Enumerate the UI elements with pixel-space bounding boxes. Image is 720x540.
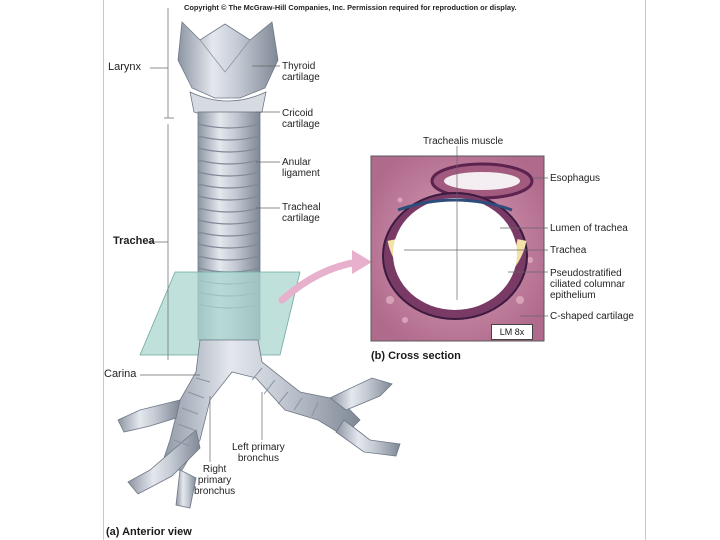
leader-lines xyxy=(140,65,548,462)
label-thyroid-line1: Thyroid xyxy=(282,61,316,72)
bronchi-rings xyxy=(173,367,319,447)
label-trachea: Trachea xyxy=(113,235,155,247)
caption-cross-section: (b) Cross section xyxy=(371,350,461,362)
frame-right-line xyxy=(645,0,646,540)
label-anular-line1: Anular xyxy=(282,157,311,168)
label-right-primary-bronchus: Right primary bronchus xyxy=(194,464,235,497)
frame-left-line xyxy=(103,0,104,540)
label-epithelium-line3: epithelium xyxy=(550,290,596,301)
label-esophagus: Esophagus xyxy=(550,173,601,184)
caption-anterior-view: (a) Anterior view xyxy=(106,526,192,538)
label-cricoid-cartilage: Cricoid cartilage xyxy=(282,108,320,130)
label-epithelium: Pseudostratified ciliated columnar epith… xyxy=(550,268,625,301)
label-carina: Carina xyxy=(104,368,137,380)
label-left-primary-bronchus: Left primary bronchus xyxy=(232,442,285,464)
label-epithelium-line2: ciliated columnar xyxy=(550,279,626,290)
magnification-badge: LM 8x xyxy=(491,324,533,340)
larynx-shape xyxy=(177,21,279,119)
label-cricoid-line1: Cricoid xyxy=(282,108,314,119)
label-anular-ligament: Anular ligament xyxy=(282,157,320,179)
cross-section-micrograph xyxy=(370,155,545,342)
label-epithelium-line1: Pseudostratified xyxy=(550,268,622,279)
bronchi xyxy=(117,339,401,509)
label-lumen-of-trachea: Lumen of trachea xyxy=(550,223,628,234)
arrow-to-cross-section xyxy=(278,258,362,304)
section-plane xyxy=(139,271,301,356)
label-tracheal-line2: cartilage xyxy=(282,213,320,224)
label-tracheal-line1: Tracheal xyxy=(282,202,321,213)
label-right-bronchus-line1: Right xyxy=(202,464,227,475)
label-tracheal-cartilage: Tracheal cartilage xyxy=(282,202,321,224)
label-left-bronchus-line2: bronchus xyxy=(237,453,279,464)
label-anular-line2: ligament xyxy=(282,168,320,179)
label-right-bronchus-line2: primary xyxy=(197,475,232,486)
label-thyroid-cartilage: Thyroid cartilage xyxy=(282,61,320,83)
label-right-bronchus-line3: bronchus xyxy=(194,486,236,497)
label-trachea-cross: Trachea xyxy=(550,245,587,256)
label-trachealis-muscle: Trachealis muscle xyxy=(423,136,504,147)
label-cricoid-line2: cartilage xyxy=(282,119,320,130)
label-c-shaped-cartilage: C-shaped cartilage xyxy=(550,311,634,322)
arrow-head xyxy=(352,250,372,274)
copyright-notice: Copyright © The McGraw-Hill Companies, I… xyxy=(184,3,517,12)
label-larynx: Larynx xyxy=(108,61,142,73)
label-thyroid-line2: cartilage xyxy=(282,72,320,83)
label-left-bronchus-line1: Left primary xyxy=(232,442,285,453)
